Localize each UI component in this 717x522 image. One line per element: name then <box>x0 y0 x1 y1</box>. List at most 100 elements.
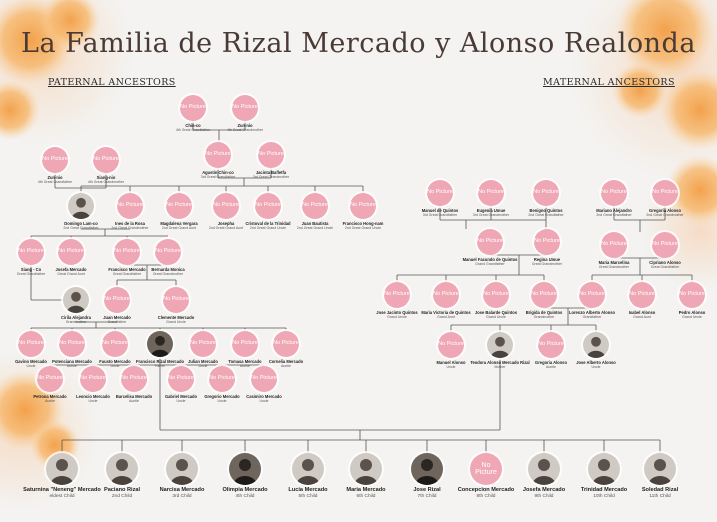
portrait-photo <box>644 453 676 485</box>
flower-top-right <box>612 0 717 225</box>
no-picture-placeholder: No Picture <box>534 229 560 255</box>
no-picture-placeholder: No Picture <box>114 239 140 265</box>
no-picture-placeholder: No Picture <box>58 239 84 265</box>
person-relation: Grand Uncle <box>682 315 702 319</box>
person-name: Domingo Lam-co <box>64 221 98 226</box>
no-picture-placeholder: No Picture <box>350 193 376 219</box>
no-picture-placeholder: No Picture <box>601 232 627 258</box>
person-relation: Auntie <box>129 399 139 403</box>
person-name: Jose Alberto Alonso <box>576 360 616 365</box>
paternal-ancestors-label: PATERNAL ANCESTORS <box>48 77 176 88</box>
person-relation: Great Grandfather <box>650 265 680 269</box>
portrait-photo <box>229 453 261 485</box>
person-name: Pedro Alonso <box>678 310 706 315</box>
person-name: Cornelia Mercado <box>268 359 304 364</box>
no-picture-placeholder: No Picture <box>155 239 181 265</box>
no-picture-placeholder: No Picture <box>59 331 85 357</box>
portrait-photo <box>583 332 609 358</box>
maternal-ancestors-label: MATERNAL ANCESTORS <box>543 77 675 88</box>
person-name: Concepcion Mercado <box>457 487 515 493</box>
person-name: Juan Mercado <box>103 315 131 320</box>
person-relation: Great Grandmother <box>152 272 184 276</box>
person-relation: 3rd Great Grandfather <box>200 175 236 179</box>
person-name: Jose Balarde Quintos <box>474 310 518 315</box>
person-name: Jose Rizal <box>413 487 441 493</box>
person-relation: Uncle <box>26 364 36 368</box>
person-name: Mariano Alejandro <box>596 208 632 213</box>
person-relation: 3rd Great Grandfather <box>422 213 458 217</box>
person-relation: 8th Child <box>476 494 496 499</box>
no-picture-placeholder: No Picture <box>384 282 410 308</box>
person-name: Regina Umue <box>533 257 561 262</box>
no-picture-placeholder: No Picture <box>478 180 504 206</box>
person-name: Manuel Facundo de Quintos <box>462 257 518 262</box>
person-relation: Uncle <box>110 364 120 368</box>
person-relation: 2nd Great Grand Uncle <box>249 226 287 230</box>
portrait-photo <box>588 453 620 485</box>
person-relation: Great Grand Aunt <box>57 272 85 276</box>
person-name: Gabriel Mercado <box>164 394 198 399</box>
no-picture-placeholder: No Picture <box>18 239 44 265</box>
person-name: Cirila Alejandra <box>61 315 91 320</box>
person-relation: 4th Child <box>235 494 255 499</box>
no-picture-placeholder: No Picture <box>679 282 705 308</box>
person-relation: Grand Aunt <box>633 315 651 319</box>
person-name: Benigno Quintos <box>529 208 563 213</box>
person-name: Julian Mercado <box>188 359 218 364</box>
person-relation: 2nd Great Grand Aunt <box>208 226 244 230</box>
person-name: Jose Jacinto Quintos <box>376 310 418 315</box>
person-relation: Grandfather <box>107 320 127 324</box>
no-picture-placeholder: No Picture <box>470 453 502 485</box>
person-name: Tomasa Mercado <box>228 359 262 364</box>
no-picture-placeholder: No Picture <box>601 180 627 206</box>
no-picture-placeholder: No Picture <box>205 142 231 168</box>
person-relation: 11th Child <box>649 494 671 499</box>
person-name: Petrona Mercado <box>33 394 67 399</box>
person-name: Brigida de Quintos <box>525 310 563 315</box>
person-name: Barcelisa Mercado <box>115 394 153 399</box>
person-name: Olimpia Mercado <box>222 487 268 493</box>
person-relation: Uncle <box>217 399 227 403</box>
page-title: La Familia de Rizal Mercado y Alonso Rea… <box>21 28 696 59</box>
person-relation: Grandmother <box>65 320 87 324</box>
no-picture-placeholder: No Picture <box>427 180 453 206</box>
person-name: Siang-nio <box>96 175 116 180</box>
person-name: Jacinta Bafletfa <box>255 170 287 175</box>
portrait-photo <box>106 453 138 485</box>
no-picture-placeholder: No Picture <box>438 332 464 358</box>
person-relation: Auntie <box>546 365 556 369</box>
person-relation: 4th Great Grandfather <box>175 128 211 132</box>
person-name: Manuel de Quintos <box>421 208 459 213</box>
person-relation: 10th Child <box>593 494 615 499</box>
person-relation: Auntie <box>67 364 77 368</box>
portrait-photo <box>411 453 443 485</box>
no-picture-placeholder: No Picture <box>104 287 130 313</box>
person-name: Zun-nio <box>237 123 253 128</box>
person-relation: Mother <box>494 365 506 369</box>
person-relation: 6th Child <box>356 494 376 499</box>
person-relation: Great Grandfather <box>112 272 142 276</box>
person-name: Isabel Alonso <box>628 310 656 315</box>
person-relation: 3rd Great Grandmother <box>252 175 290 179</box>
person-relation: Grandmother <box>533 315 555 319</box>
no-picture-placeholder: No Picture <box>121 366 147 392</box>
person-relation: 4th Great Grandmother <box>226 128 264 132</box>
person-relation: eldest Child <box>49 494 75 499</box>
person-name: Maria Marcelina <box>598 260 630 265</box>
person-name: Teodora Alonso Mercado Rizal <box>470 360 530 365</box>
person-relation: Grandfather <box>582 315 602 319</box>
person-name: Eugenia Umue <box>476 208 506 213</box>
person-relation: Uncle <box>259 399 269 403</box>
no-picture-placeholder: No Picture <box>209 366 235 392</box>
person-relation: Uncle <box>446 365 456 369</box>
no-picture-placeholder: No Picture <box>80 366 106 392</box>
person-name: Josepha <box>217 221 235 226</box>
person-name: Saturnina "Neneng" Mercado <box>23 487 101 493</box>
flower-top-left <box>0 0 100 140</box>
person-relation: Auntie <box>281 364 291 368</box>
no-picture-placeholder: No Picture <box>652 232 678 258</box>
person-name: Cristoval de la Trinidad <box>245 221 291 226</box>
person-relation: Auntie <box>240 364 250 368</box>
person-relation: 5th Child <box>298 494 318 499</box>
